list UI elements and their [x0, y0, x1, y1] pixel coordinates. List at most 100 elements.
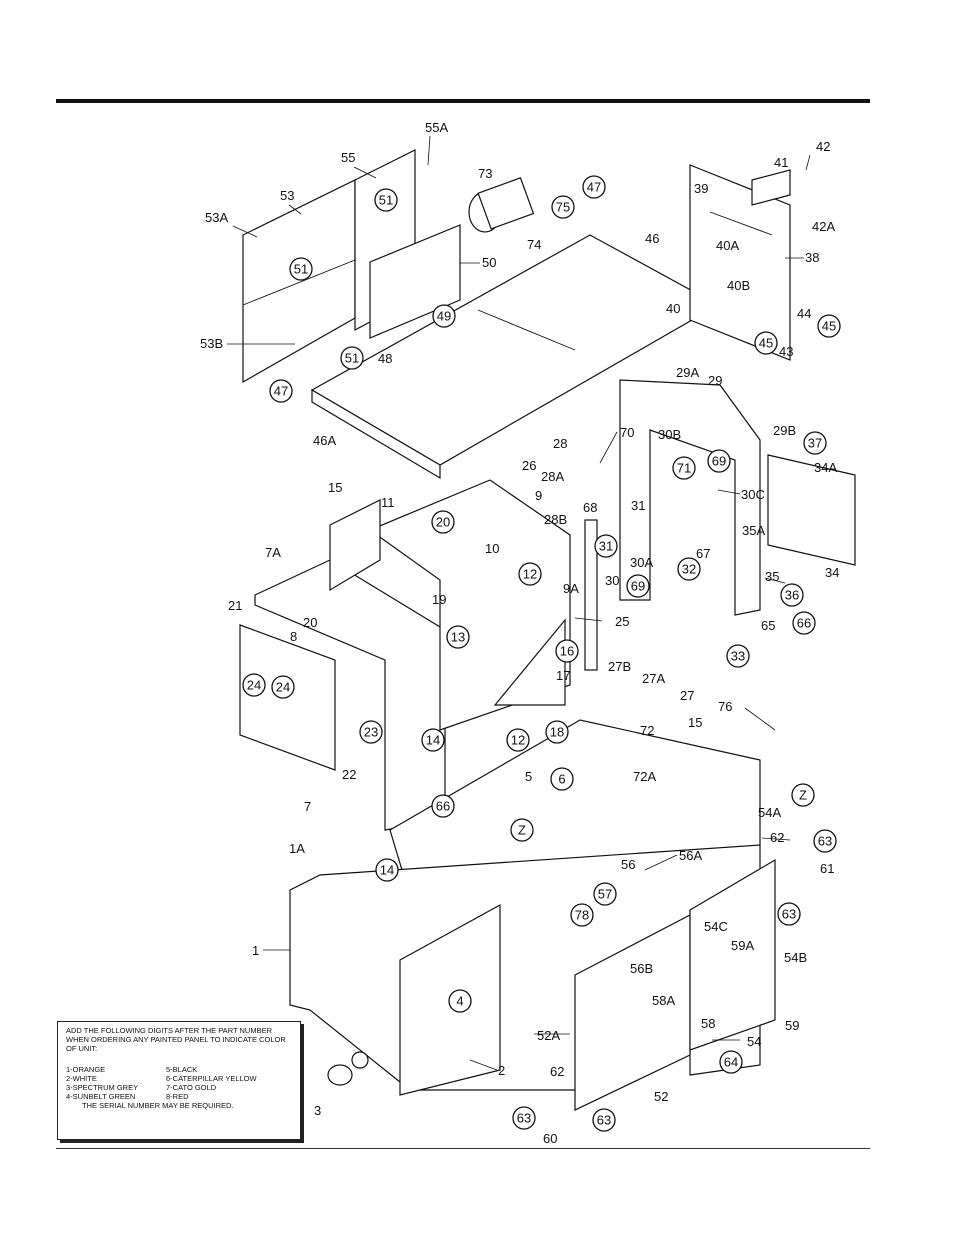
callout: 24: [271, 675, 295, 699]
svg-text:63: 63: [818, 834, 832, 849]
label: 1: [252, 943, 259, 958]
callout: 18: [545, 720, 569, 744]
label: 15: [688, 715, 702, 730]
color-entry: 8-RED: [166, 1092, 189, 1101]
label: 1A: [289, 841, 305, 856]
svg-text:45: 45: [822, 319, 836, 334]
svg-text:66: 66: [797, 616, 811, 631]
callout: 66: [431, 794, 455, 818]
svg-text:31: 31: [599, 539, 613, 554]
label: 29B: [773, 423, 796, 438]
panel-15-lower: [493, 618, 566, 706]
label: 30C: [741, 487, 765, 502]
label: 62: [550, 1064, 564, 1079]
svg-text:16: 16: [560, 644, 574, 659]
callout: Z: [791, 783, 815, 807]
part-drawings: [239, 149, 856, 1111]
callout: 33: [726, 644, 750, 668]
label: 55A: [425, 120, 448, 135]
svg-text:36: 36: [785, 588, 799, 603]
door-panel-54: [689, 858, 776, 1051]
callout: 13: [446, 625, 470, 649]
callout: 6: [550, 767, 574, 791]
callout: Z: [510, 818, 534, 842]
svg-text:Z: Z: [799, 788, 807, 803]
label: 30B: [658, 427, 681, 442]
callout: 31: [594, 534, 618, 558]
label: 72: [640, 723, 654, 738]
svg-text:24: 24: [276, 680, 290, 695]
callout: 63: [813, 829, 837, 853]
label: 28B: [544, 512, 567, 527]
label: 34A: [814, 460, 837, 475]
label: 67: [696, 546, 710, 561]
label: 35: [765, 569, 779, 584]
svg-text:63: 63: [597, 1113, 611, 1128]
label: 29: [708, 373, 722, 388]
label: 7A: [265, 545, 281, 560]
label: 43: [779, 344, 793, 359]
color-entry: 5-BLACK: [166, 1065, 198, 1074]
plug-3: [327, 1064, 353, 1086]
callout: 45: [817, 314, 841, 338]
frame-29: [619, 379, 761, 616]
callout: 49: [432, 304, 456, 328]
svg-text:69: 69: [631, 579, 645, 594]
label: 9: [535, 488, 542, 503]
label: 42: [816, 139, 830, 154]
label: 56A: [679, 848, 702, 863]
svg-text:33: 33: [731, 649, 745, 664]
label: 38: [805, 250, 819, 265]
label: 53B: [200, 336, 223, 351]
label: 10: [485, 541, 499, 556]
svg-text:49: 49: [437, 309, 451, 324]
label: 58: [701, 1016, 715, 1031]
label: 35A: [742, 523, 765, 538]
svg-text:64: 64: [724, 1055, 738, 1070]
serial-note: THE SERIAL NUMBER MAY BE REQUIRED.: [82, 1101, 234, 1110]
label: 39: [694, 181, 708, 196]
label: 52: [654, 1089, 668, 1104]
label: 54A: [758, 805, 781, 820]
svg-text:4: 4: [456, 994, 463, 1009]
label: 21: [228, 598, 242, 613]
svg-text:78: 78: [575, 908, 589, 923]
callout: 63: [777, 902, 801, 926]
color-entry: 4-SUNBELT GREEN: [66, 1092, 136, 1101]
callout: 64: [719, 1050, 743, 1074]
svg-text:57: 57: [598, 887, 612, 902]
svg-text:6: 6: [558, 772, 565, 787]
radiator-9: [368, 479, 571, 731]
label: 41: [774, 155, 788, 170]
callout: 12: [518, 562, 542, 586]
panel-34: [767, 454, 856, 566]
callout: 32: [677, 557, 701, 581]
callout: 78: [570, 903, 594, 927]
label: 40: [666, 301, 680, 316]
label: 27A: [642, 671, 665, 686]
color-entry: 1-ORANGE: [66, 1065, 106, 1074]
handle-41: [751, 169, 791, 206]
svg-text:51: 51: [345, 351, 359, 366]
label: 2: [498, 1063, 505, 1078]
callout: 63: [512, 1106, 536, 1130]
door-panel-52: [574, 914, 691, 1111]
svg-text:47: 47: [274, 384, 288, 399]
rod-25: [584, 519, 598, 671]
label: 56B: [630, 961, 653, 976]
label: 53: [280, 188, 294, 203]
callout: 57: [593, 882, 617, 906]
svg-text:Z: Z: [518, 823, 526, 838]
svg-text:12: 12: [523, 567, 537, 582]
label: 46: [645, 231, 659, 246]
label: 76: [718, 699, 732, 714]
callout: 45: [754, 331, 778, 355]
callout: 75: [551, 195, 575, 219]
label: 30A: [630, 555, 653, 570]
label: 68: [583, 500, 597, 515]
label: 54C: [704, 919, 728, 934]
callout: 51: [374, 188, 398, 212]
label: 31: [631, 498, 645, 513]
label: 72A: [633, 769, 656, 784]
label: 70: [620, 425, 634, 440]
